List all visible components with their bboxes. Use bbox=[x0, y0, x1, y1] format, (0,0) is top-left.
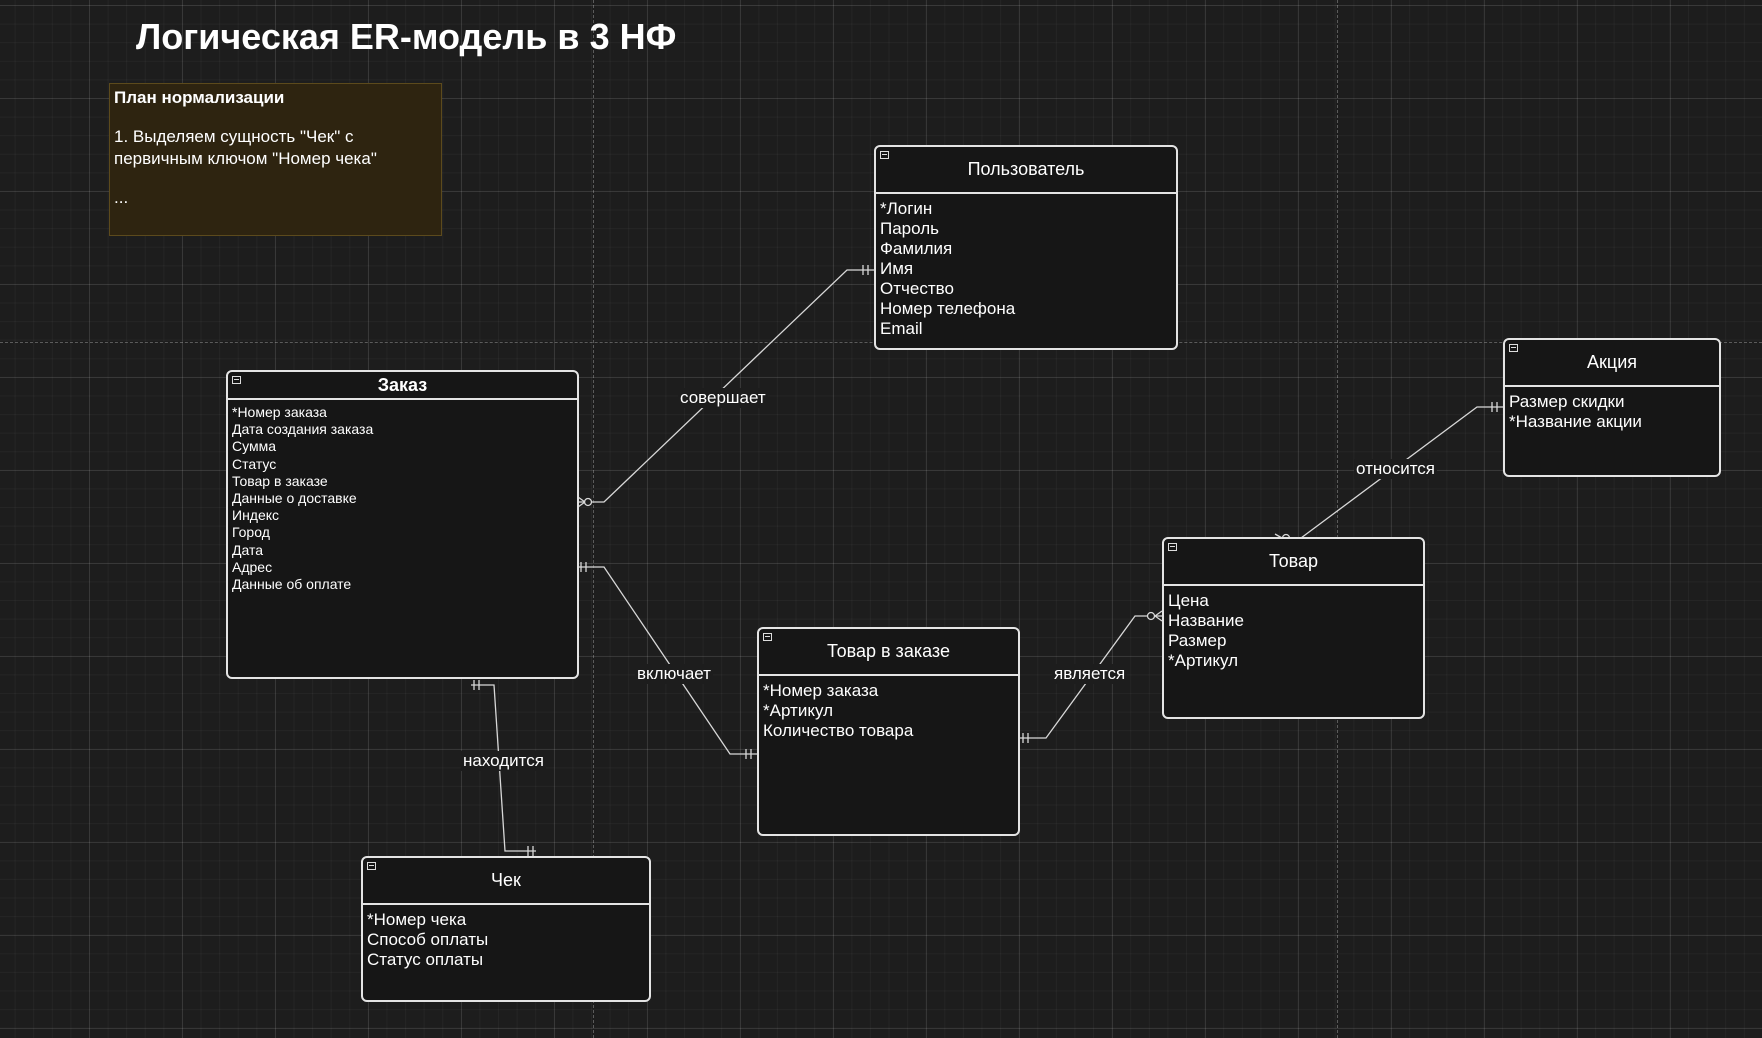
entity-user[interactable]: Пользователь *Логин Пароль Фамилия Имя О… bbox=[874, 145, 1178, 350]
entity-header: Товар bbox=[1164, 539, 1423, 586]
entity-attributes: *Номер чека Способ оплаты Статус оплаты bbox=[363, 905, 649, 970]
entity-title: Акция bbox=[1587, 352, 1637, 372]
connector-order-user bbox=[578, 269, 875, 503]
vertical-guide-line bbox=[1337, 0, 1338, 1038]
entity-receipt[interactable]: Чек *Номер чека Способ оплаты Статус опл… bbox=[361, 856, 651, 1002]
entity-attribute: Имя bbox=[880, 259, 914, 278]
entity-attribute: Email bbox=[880, 319, 923, 338]
entity-attribute: Дата bbox=[232, 541, 264, 558]
collapse-icon[interactable] bbox=[1168, 543, 1177, 551]
entity-order-item[interactable]: Товар в заказе *Номер заказа *Артикул Ко… bbox=[757, 627, 1020, 836]
note-text-line: ... bbox=[114, 188, 129, 207]
vertical-guide-line bbox=[593, 0, 594, 1038]
entity-header: Пользователь bbox=[876, 147, 1176, 194]
entity-attribute: Фамилия bbox=[880, 239, 953, 258]
entity-attribute: *Артикул bbox=[763, 701, 833, 720]
entity-attributes: *Номер заказа Дата создания заказа Сумма… bbox=[228, 400, 577, 593]
entity-attribute: *Номер заказа bbox=[232, 404, 327, 420]
diagram-title: Логическая ER-модель в 3 НФ bbox=[136, 16, 677, 57]
entity-title: Товар в заказе bbox=[827, 641, 950, 661]
entity-attribute: *Артикул bbox=[1168, 651, 1238, 670]
relationship-label-includes[interactable]: включает bbox=[635, 664, 713, 684]
entity-attribute: Данные об оплате bbox=[232, 576, 352, 593]
note-text-line: первичным ключом "Номер чека" bbox=[114, 149, 377, 168]
entity-order[interactable]: Заказ *Номер заказа Дата создания заказа… bbox=[226, 370, 579, 679]
entity-title: Пользователь bbox=[967, 159, 1085, 179]
entity-attribute: Сумма bbox=[232, 438, 276, 455]
collapse-icon[interactable] bbox=[232, 376, 241, 384]
connector-order-orderitem bbox=[578, 566, 758, 755]
entity-attribute: Индекс bbox=[232, 507, 280, 524]
entity-attribute: *Название акции bbox=[1509, 412, 1642, 431]
entity-attribute: Дата создания заказа bbox=[232, 421, 374, 438]
entity-attribute: Размер bbox=[1168, 631, 1227, 650]
collapse-icon[interactable] bbox=[763, 633, 772, 641]
entity-attribute: Номер телефона bbox=[880, 299, 1016, 318]
relationship-label-is[interactable]: является bbox=[1052, 664, 1128, 684]
entity-attribute: Адрес bbox=[232, 558, 273, 575]
entity-attribute: Товар в заказе bbox=[232, 472, 328, 489]
entity-header: Товар в заказе bbox=[759, 629, 1018, 676]
entity-header: Заказ bbox=[228, 372, 577, 400]
entity-attribute: Количество товара bbox=[763, 721, 914, 740]
entity-attribute: Размер скидки bbox=[1509, 392, 1625, 411]
entity-attribute: Город bbox=[232, 524, 270, 541]
normalization-note[interactable]: План нормализации 1. Выделяем сущность "… bbox=[109, 83, 442, 236]
relationship-label-makes[interactable]: совершает bbox=[678, 388, 768, 408]
entity-promo[interactable]: Акция Размер скидки *Название акции bbox=[1503, 338, 1721, 477]
entity-attribute: *Номер заказа bbox=[763, 681, 879, 700]
entity-attribute: Статус bbox=[232, 455, 277, 472]
entity-attribute: Название bbox=[1168, 611, 1244, 630]
entity-attributes: *Логин Пароль Фамилия Имя Отчество Номер… bbox=[876, 194, 1176, 339]
collapse-icon[interactable] bbox=[880, 151, 889, 159]
entity-attributes: Цена Название Размер *Артикул bbox=[1164, 586, 1423, 671]
entity-header: Акция bbox=[1505, 340, 1719, 387]
collapse-icon[interactable] bbox=[367, 862, 376, 870]
entity-attributes: Размер скидки *Название акции bbox=[1505, 387, 1719, 432]
entity-attribute: Цена bbox=[1168, 591, 1209, 610]
entity-title: Товар bbox=[1269, 551, 1318, 571]
entity-attribute: Пароль bbox=[880, 219, 939, 238]
entity-title: Заказ bbox=[377, 375, 428, 395]
relationship-label-located[interactable]: находится bbox=[461, 751, 546, 771]
entity-attribute: *Номер чека bbox=[367, 910, 467, 929]
relationship-label-belongs[interactable]: относится bbox=[1354, 459, 1438, 479]
entity-attribute: Отчество bbox=[880, 279, 954, 298]
entity-product[interactable]: Товар Цена Название Размер *Артикул bbox=[1162, 537, 1425, 719]
entity-title: Чек bbox=[491, 870, 521, 890]
collapse-icon[interactable] bbox=[1509, 344, 1518, 352]
entity-attribute: Статус оплаты bbox=[367, 950, 484, 969]
entity-attribute: *Логин bbox=[880, 199, 933, 218]
entity-attribute: Данные о доставке bbox=[232, 490, 357, 507]
entity-header: Чек bbox=[363, 858, 649, 905]
entity-attribute: Способ оплаты bbox=[367, 930, 489, 949]
entity-attributes: *Номер заказа *Артикул Количество товара bbox=[759, 676, 1018, 741]
note-text-line: 1. Выделяем сущность "Чек" с bbox=[114, 127, 354, 146]
note-heading: План нормализации bbox=[114, 88, 285, 107]
